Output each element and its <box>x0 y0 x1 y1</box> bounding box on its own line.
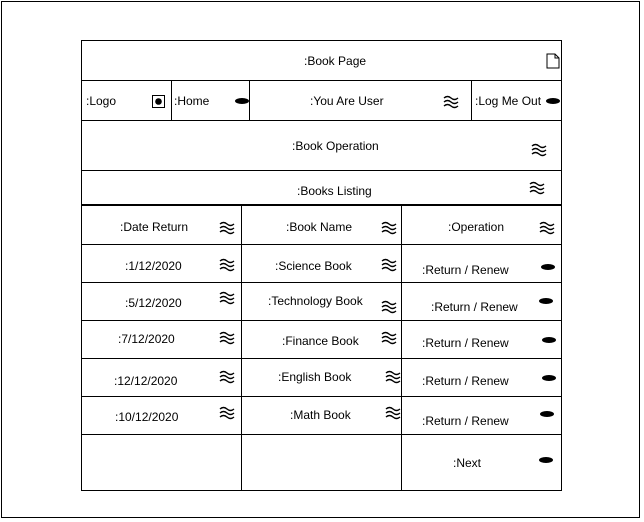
book-operation-section <box>81 120 562 171</box>
table-row-divider <box>82 434 561 435</box>
action-button-icon[interactable] <box>542 337 556 343</box>
logo-label: :Logo <box>86 94 117 108</box>
logout-button-icon[interactable] <box>546 98 560 104</box>
listing-menu-icon[interactable] <box>529 181 545 195</box>
action-button-icon[interactable] <box>539 298 553 304</box>
table-row-date: :12/12/2020 <box>114 374 178 388</box>
table-row-date: :10/12/2020 <box>115 410 179 424</box>
book-sort-icon[interactable] <box>381 221 397 235</box>
table-column-divider <box>401 206 402 490</box>
table-row-divider <box>82 282 561 283</box>
date-menu-icon[interactable] <box>219 331 235 345</box>
table-row-divider <box>82 320 561 321</box>
table-column-divider <box>241 206 242 490</box>
user-label: :You Are User <box>310 94 384 108</box>
action-button-icon[interactable] <box>541 264 555 270</box>
date-menu-icon[interactable] <box>219 406 235 420</box>
date-menu-icon[interactable] <box>219 370 235 384</box>
home-button-icon[interactable] <box>235 98 249 104</box>
book-menu-icon[interactable] <box>381 258 397 272</box>
book-menu-icon[interactable] <box>385 370 401 384</box>
table-row-action[interactable]: :Return / Renew <box>422 336 509 350</box>
table-row-divider <box>82 396 561 397</box>
user-menu-icon[interactable] <box>443 95 459 109</box>
table-row-action[interactable]: :Return / Renew <box>422 414 509 428</box>
action-button-icon[interactable] <box>542 375 556 381</box>
book-menu-icon[interactable] <box>381 300 397 314</box>
page-title: :Book Page <box>304 54 367 68</box>
table-row-book: :Math Book <box>290 408 351 422</box>
operation-menu-icon[interactable] <box>531 143 547 157</box>
table-row-action[interactable]: :Return / Renew <box>422 263 509 277</box>
radio-icon[interactable] <box>152 95 165 108</box>
next-button-icon[interactable] <box>539 457 553 463</box>
table-row-action[interactable]: :Return / Renew <box>431 300 518 314</box>
book-operation-label: :Book Operation <box>292 139 379 153</box>
table-row-divider <box>82 358 561 359</box>
column-header-date: :Date Return <box>120 220 189 234</box>
action-button-icon[interactable] <box>540 411 554 417</box>
table-row-book: :English Book <box>278 370 352 384</box>
table-row-date: :5/12/2020 <box>125 296 182 310</box>
date-menu-icon[interactable] <box>219 291 235 305</box>
date-sort-icon[interactable] <box>219 221 235 235</box>
table-row-book: :Technology Book <box>268 294 363 308</box>
books-listing-label: :Books Listing <box>297 184 372 198</box>
table-row-divider <box>82 244 561 245</box>
operation-sort-icon[interactable] <box>539 221 555 235</box>
table-row-action[interactable]: :Return / Renew <box>422 374 509 388</box>
column-header-operation: :Operation <box>448 220 505 234</box>
document-icon <box>546 53 560 69</box>
date-menu-icon[interactable] <box>219 258 235 272</box>
table-row-book: :Science Book <box>275 259 352 273</box>
table-row-book: :Finance Book <box>282 334 359 348</box>
logout-link[interactable]: :Log Me Out <box>475 94 542 108</box>
book-menu-icon[interactable] <box>385 406 401 420</box>
table-row-date: :1/12/2020 <box>125 259 182 273</box>
books-table <box>81 205 562 491</box>
table-row-date: :7/12/2020 <box>118 332 175 346</box>
next-link[interactable]: :Next <box>453 456 482 470</box>
book-menu-icon[interactable] <box>381 331 397 345</box>
column-header-book: :Book Name <box>286 220 353 234</box>
home-link[interactable]: :Home <box>174 94 210 108</box>
books-listing-section <box>81 170 562 206</box>
